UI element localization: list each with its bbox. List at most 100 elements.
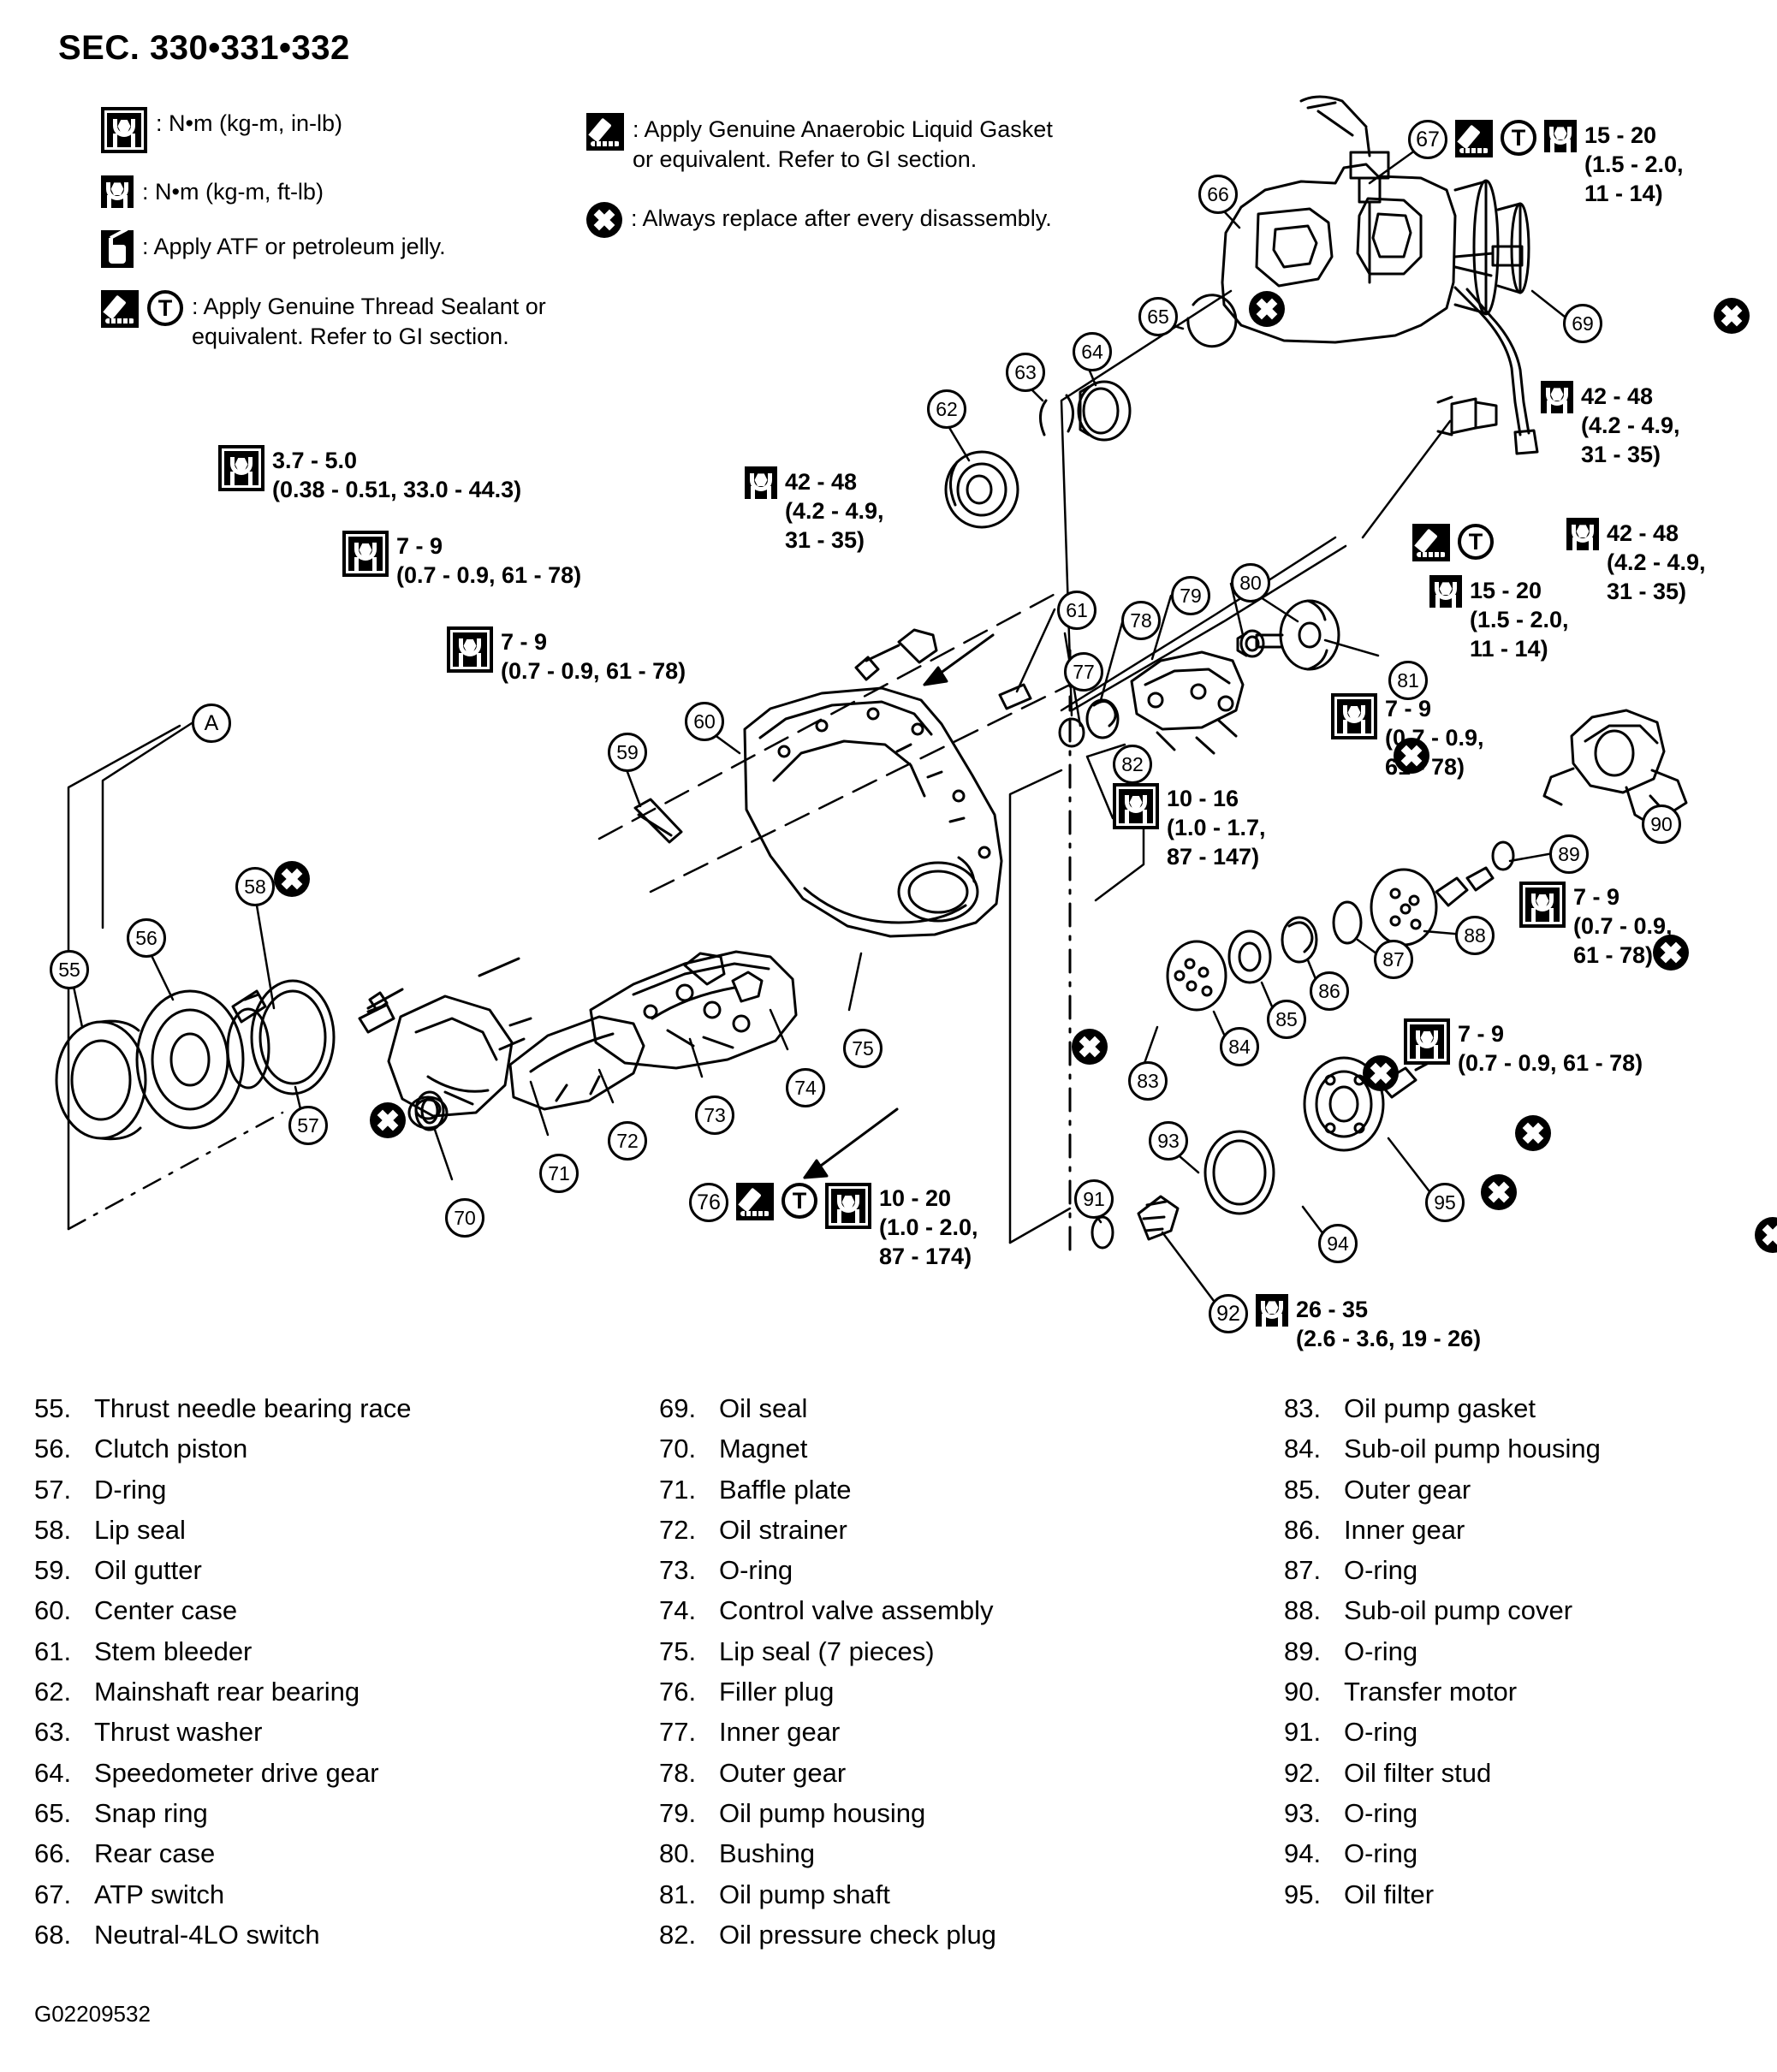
atf-icon [101,227,134,268]
parts-list-item: 87.O-ring [1284,1557,1601,1583]
parts-list-number: 78. [659,1757,697,1788]
parts-list-item: 95.Oil filter [1284,1881,1601,1908]
parts-list-item: 69.Oil seal [659,1395,996,1422]
torque-value: 15 - 20 (1.5 - 2.0, 11 - 14) [1584,122,1684,207]
part-balloon-72: 72 [608,1121,647,1161]
part-balloon-55: 55 [50,950,89,989]
parts-list-label: Baffle plate [719,1474,852,1505]
part-balloon-93: 93 [1149,1121,1188,1161]
always-replace-icon [1072,1029,1108,1065]
torque-value: 3.7 - 5.0 (0.38 - 0.51, 33.0 - 44.3) [272,448,522,503]
parts-list-item: 59.Oil gutter [34,1557,412,1583]
parts-list-label: Transfer motor [1344,1677,1518,1707]
parts-list-item: 90. Transfer motor [1284,1678,1601,1705]
parts-list-label: Sub-oil pump housing [1344,1434,1601,1464]
parts-list-number: 82. [659,1919,697,1950]
part-balloon-91: 91 [1074,1179,1114,1219]
parts-list-label: O-ring [1344,1838,1418,1869]
parts-list-item: 91. O-ring [1284,1719,1601,1745]
legend-item-text: : Apply ATF or petroleum jelly. [142,234,446,259]
parts-list-number: 88. [1284,1595,1322,1626]
part-balloon-63: 63 [1006,353,1045,392]
thread-sealant-t-icon: T [147,290,183,326]
torque-value: 10 - 16 (1.0 - 1.7, 87 - 147) [1167,786,1266,870]
parts-list-number: 65. [34,1797,72,1828]
parts-list-number: 79. [659,1797,697,1828]
parts-list-label: O-ring [719,1555,793,1586]
part-balloon-81: 81 [1388,661,1428,700]
part-balloon-87: 87 [1374,940,1413,979]
parts-list-number: 86. [1284,1514,1322,1545]
parts-list-number: 66. [34,1838,72,1869]
parts-list-number: 58. [34,1514,72,1545]
torque-value: 42 - 48 (4.2 - 4.9, 31 - 35) [785,469,884,554]
torque-callout: 3.7 - 5.0 (0.38 - 0.51, 33.0 - 44.3) [218,445,521,504]
balloon-92: 92 [1209,1294,1248,1333]
parts-list-item: 63. Thrust washer [34,1719,412,1745]
legend-item-text: : Apply Genuine Thread Sealant or equiva… [192,294,546,350]
torque-value: 7 - 9 (0.7 - 0.9, 61 - 78) [501,629,686,685]
parts-list-number: 90. [1284,1677,1322,1707]
parts-list-item: 67.ATP switch [34,1881,412,1908]
parts-list-label: Oil filter [1344,1879,1435,1909]
parts-list-label: Mainshaft rear bearing [94,1677,360,1707]
parts-list-label: Oil gutter [94,1555,202,1586]
parts-list-item: 77.Inner gear [659,1719,996,1745]
torque-icon [1544,120,1577,152]
part-balloon-84: 84 [1220,1027,1259,1066]
part-balloon-64: 64 [1073,332,1112,371]
parts-list-label: O-ring [1344,1717,1418,1748]
parts-list-item: 60.Center case [34,1597,412,1624]
parts-list-label: Oil pressure check plug [719,1919,996,1950]
liquid-gasket-icon [101,290,139,328]
parts-list-number: 92. [1284,1757,1322,1788]
parts-list-label: Snap ring [94,1797,208,1828]
torque-icon [1566,518,1599,550]
parts-list-label: Lip seal (7 pieces) [719,1636,935,1666]
parts-list-label: Outer gear [719,1757,847,1788]
parts-list-item: 73.O-ring [659,1557,996,1583]
torque-value: 7 - 9 (0.7 - 0.9, 61 - 78) [1458,1021,1643,1077]
always-replace-icon [1394,738,1429,774]
liquid-gasket-icon [1412,524,1450,561]
always-replace-icon [370,1102,406,1138]
legend-item: : N•m (kg-m, ft-lb) [101,175,546,208]
parts-list-item: 58.Lip seal [34,1517,412,1543]
parts-list-number: 91. [1284,1717,1322,1748]
parts-list-number: 57. [34,1474,72,1505]
parts-list-number: 71. [659,1474,697,1505]
part-balloon-88: 88 [1455,916,1495,955]
parts-list-number: 85. [1284,1474,1322,1505]
parts-list-label: Thrust washer [94,1717,263,1748]
parts-list-label: Oil seal [719,1393,808,1423]
parts-list-number: 89. [1284,1636,1322,1666]
part-balloon-95: 95 [1425,1183,1465,1222]
part-balloon-90: 90 [1642,804,1681,844]
part-balloon-59: 59 [608,733,647,772]
torque-icon [1541,381,1573,413]
legend-item-text: : N•m (kg-m, ft-lb) [142,179,324,205]
parts-list-label: O-ring [1344,1797,1418,1828]
part-balloon-73: 73 [695,1095,734,1135]
parts-list-label: Outer gear [1344,1474,1471,1505]
parts-list-label: Stem bleeder [94,1636,253,1666]
parts-list-label: Bushing [719,1838,816,1869]
always-replace-icon [1363,1055,1399,1091]
part-balloon-78: 78 [1121,601,1161,640]
parts-list-number: 77. [659,1717,697,1748]
liquid-gasket-icon [586,113,624,151]
parts-list-number: 62. [34,1677,72,1707]
parts-list-item: 55.Thrust needle bearing race [34,1395,412,1422]
torque-callout: 7 - 9 (0.7 - 0.9, 61 - 78) [1519,882,1673,970]
legend-item: T: Apply Genuine Thread Sealant or equiv… [101,290,546,352]
parts-list-item: 76.Filler plug [659,1678,996,1705]
parts-list-number: 63. [34,1717,72,1748]
parts-list-item: 68.Neutral-4LO switch [34,1921,412,1948]
parts-list-number: 74. [659,1595,697,1626]
parts-list-label: Filler plug [719,1677,835,1707]
document-id: G02209532 [34,2001,151,2027]
parts-list-label: Oil filter stud [1344,1757,1492,1788]
